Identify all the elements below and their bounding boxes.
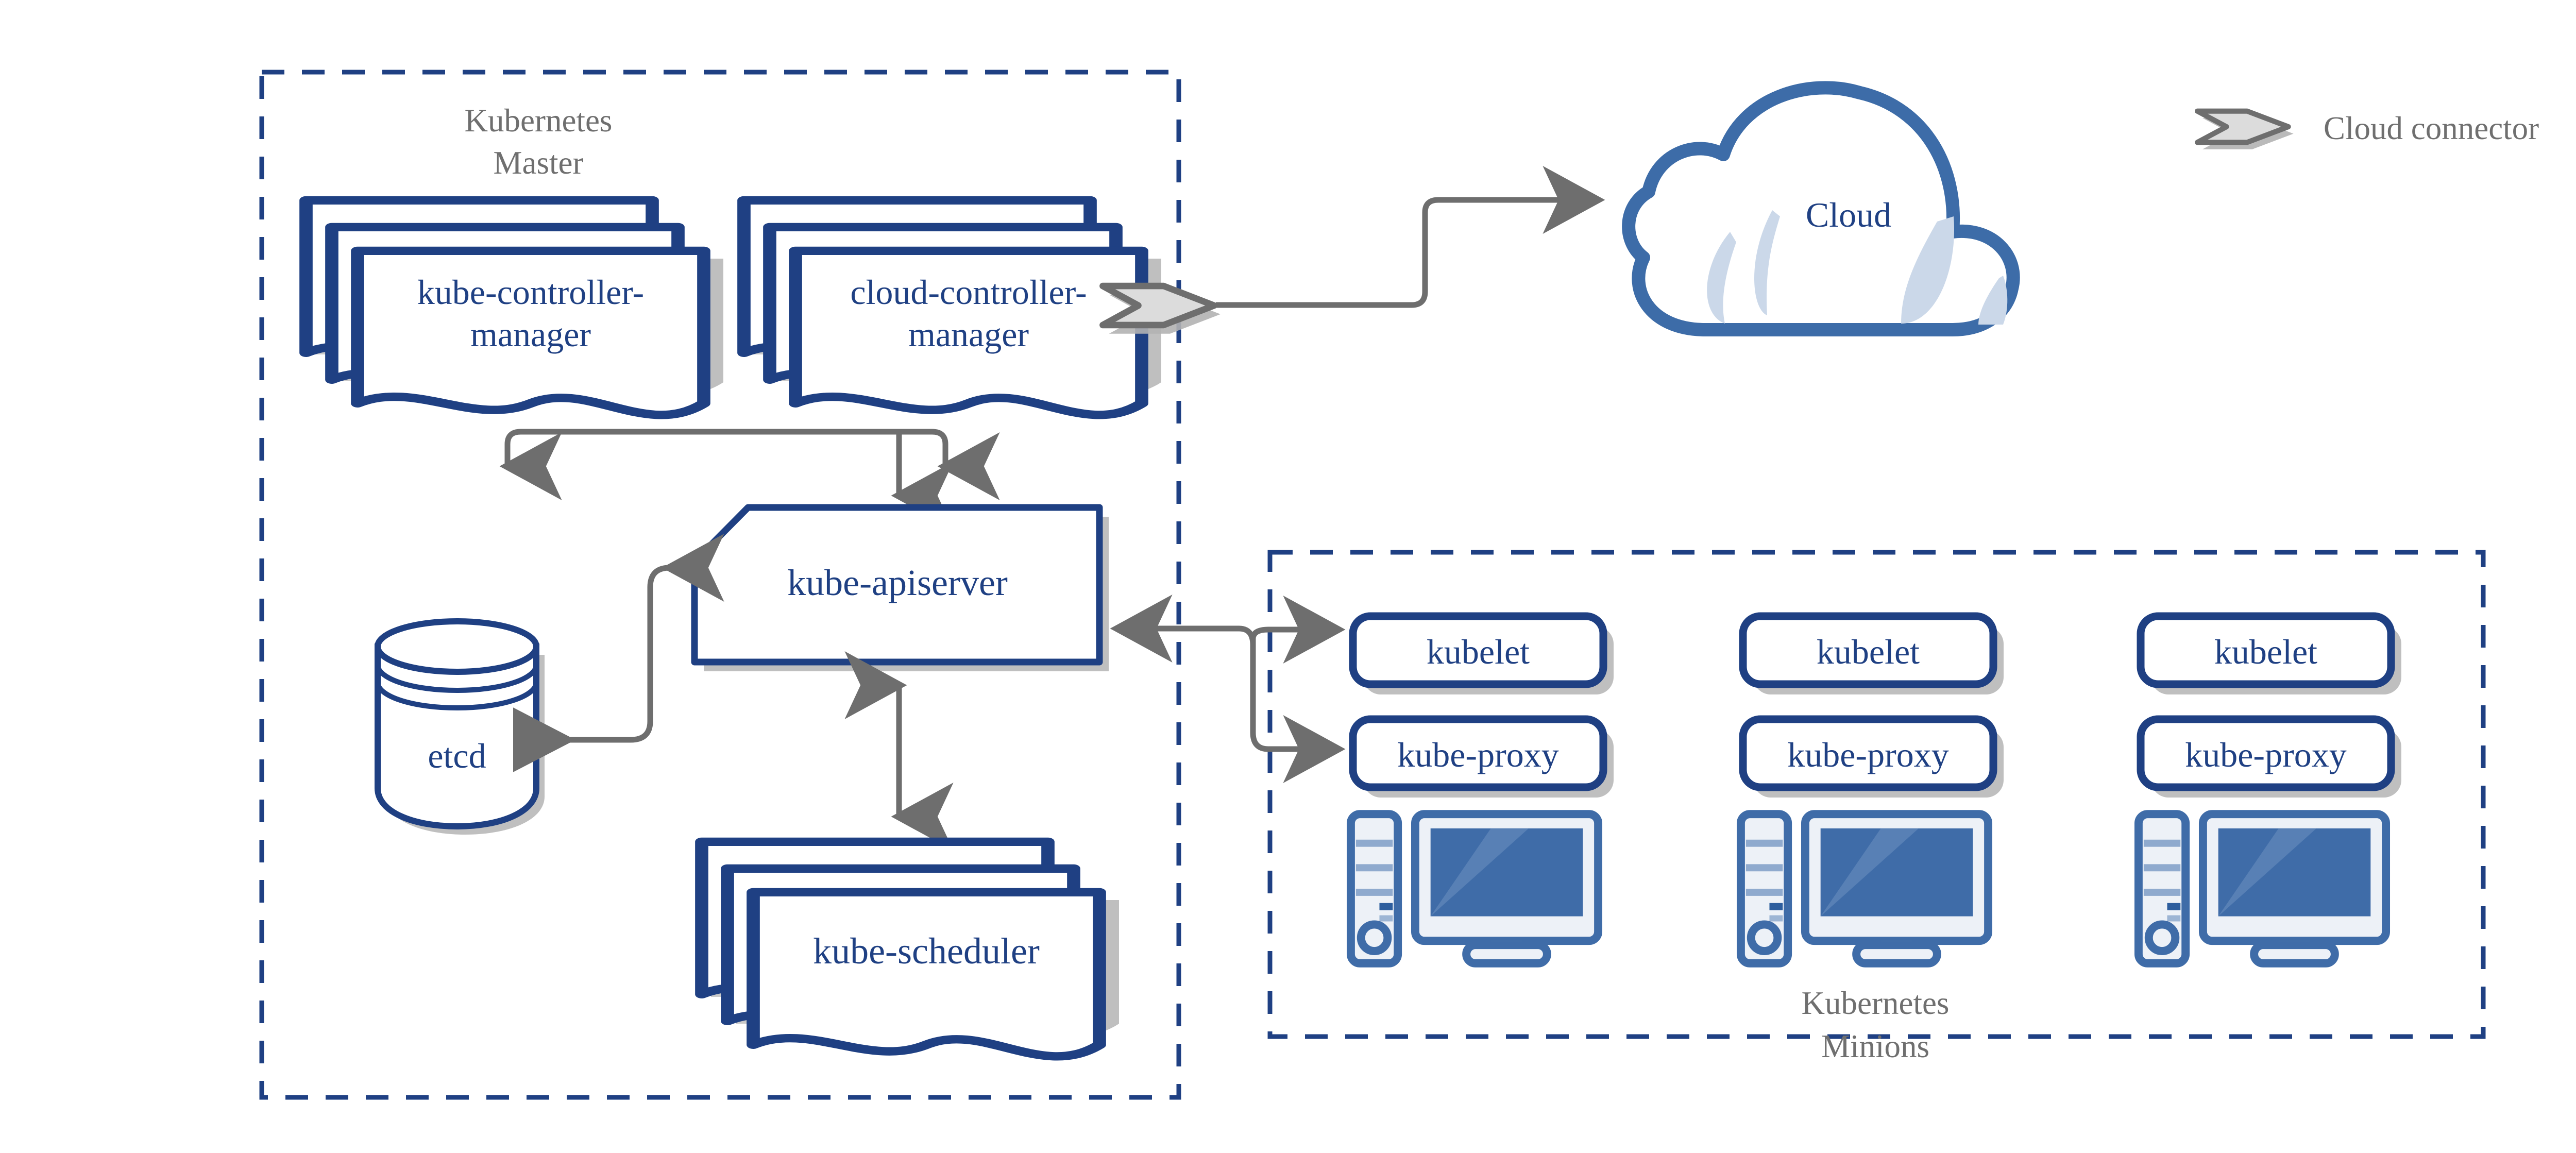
kube-proxy-label-1: kube-proxy xyxy=(1397,735,1558,774)
cloud-label: Cloud xyxy=(1806,195,1891,234)
edge-apiserver-minions xyxy=(1110,595,1346,783)
node-kube-controller-manager[interactable]: kube-controller- manager xyxy=(306,200,723,415)
desktop-computer-icon-3 xyxy=(2139,814,2386,963)
kubelet-label-2: kubelet xyxy=(1817,632,1920,671)
minion-node-1: kubelet kube-proxy xyxy=(1349,612,1614,963)
etcd-label: etcd xyxy=(428,736,486,775)
legend-cloud-connector: Cloud connector xyxy=(2197,110,2539,149)
edge-ccm-to-cloud xyxy=(1216,166,1605,308)
master-group-label-line1: Kubernetes xyxy=(465,103,613,139)
minions-group-label-line1: Kubernetes xyxy=(1802,985,1950,1021)
kube-proxy-box-1[interactable]: kube-proxy xyxy=(1349,715,1614,798)
master-dashed-border xyxy=(259,70,1181,1100)
cloud-shading xyxy=(1707,210,2008,325)
edge-controllers-apiserver-junction xyxy=(499,429,1000,530)
minions-group-label-line2: Minions xyxy=(1821,1028,1929,1064)
legend-label: Cloud connector xyxy=(2324,110,2539,146)
kube-proxy-box-2[interactable]: kube-proxy xyxy=(1739,715,2004,798)
kubelet-box-1[interactable]: kubelet xyxy=(1349,612,1614,694)
master-group-label-line2: Master xyxy=(494,145,584,181)
etcd-top-ellipse xyxy=(375,618,539,675)
kube-proxy-label-3: kube-proxy xyxy=(2185,735,2346,774)
desktop-computer-icon-2 xyxy=(1741,814,1988,963)
node-cloud-controller-manager[interactable]: cloud-controller- manager xyxy=(744,200,1161,415)
kube-controller-manager-label-line2: manager xyxy=(470,315,591,354)
node-cloud[interactable]: Cloud xyxy=(1622,81,2020,336)
etcd-body xyxy=(375,643,539,830)
kube-proxy-box-3[interactable]: kube-proxy xyxy=(2137,715,2401,798)
kube-controller-manager-label-line1: kube-controller- xyxy=(417,273,644,312)
kubelet-box-2[interactable]: kubelet xyxy=(1739,612,2004,694)
kubelet-box-3[interactable]: kubelet xyxy=(2137,612,2401,694)
kubelet-label-3: kubelet xyxy=(2214,632,2317,671)
minion-node-3: kubelet kube-proxy xyxy=(2137,612,2401,963)
kube-apiserver-label: kube-apiserver xyxy=(787,562,1008,603)
node-kube-scheduler[interactable]: kube-scheduler xyxy=(702,842,1119,1056)
edge-apiserver-etcd xyxy=(513,533,724,772)
cloud-controller-manager-label-line2: manager xyxy=(908,315,1029,354)
cloud-controller-manager-label-line1: cloud-controller- xyxy=(850,273,1087,312)
kube-proxy-label-2: kube-proxy xyxy=(1787,735,1948,774)
legend-chevron-icon xyxy=(2197,111,2294,149)
kubelet-label-1: kubelet xyxy=(1427,632,1530,671)
node-etcd[interactable]: etcd xyxy=(375,618,545,835)
minion-node-2: kubelet kube-proxy xyxy=(1739,612,2004,963)
group-kubernetes-minions: Kubernetes Minions xyxy=(1267,550,2486,1064)
desktop-computer-icon-1 xyxy=(1351,814,1598,963)
kube-scheduler-label: kube-scheduler xyxy=(813,930,1040,972)
minions-dashed-border xyxy=(1267,550,2486,1039)
node-kube-apiserver[interactable]: kube-apiserver xyxy=(691,504,1109,671)
group-kubernetes-master: Kubernetes Master xyxy=(259,70,1181,1100)
